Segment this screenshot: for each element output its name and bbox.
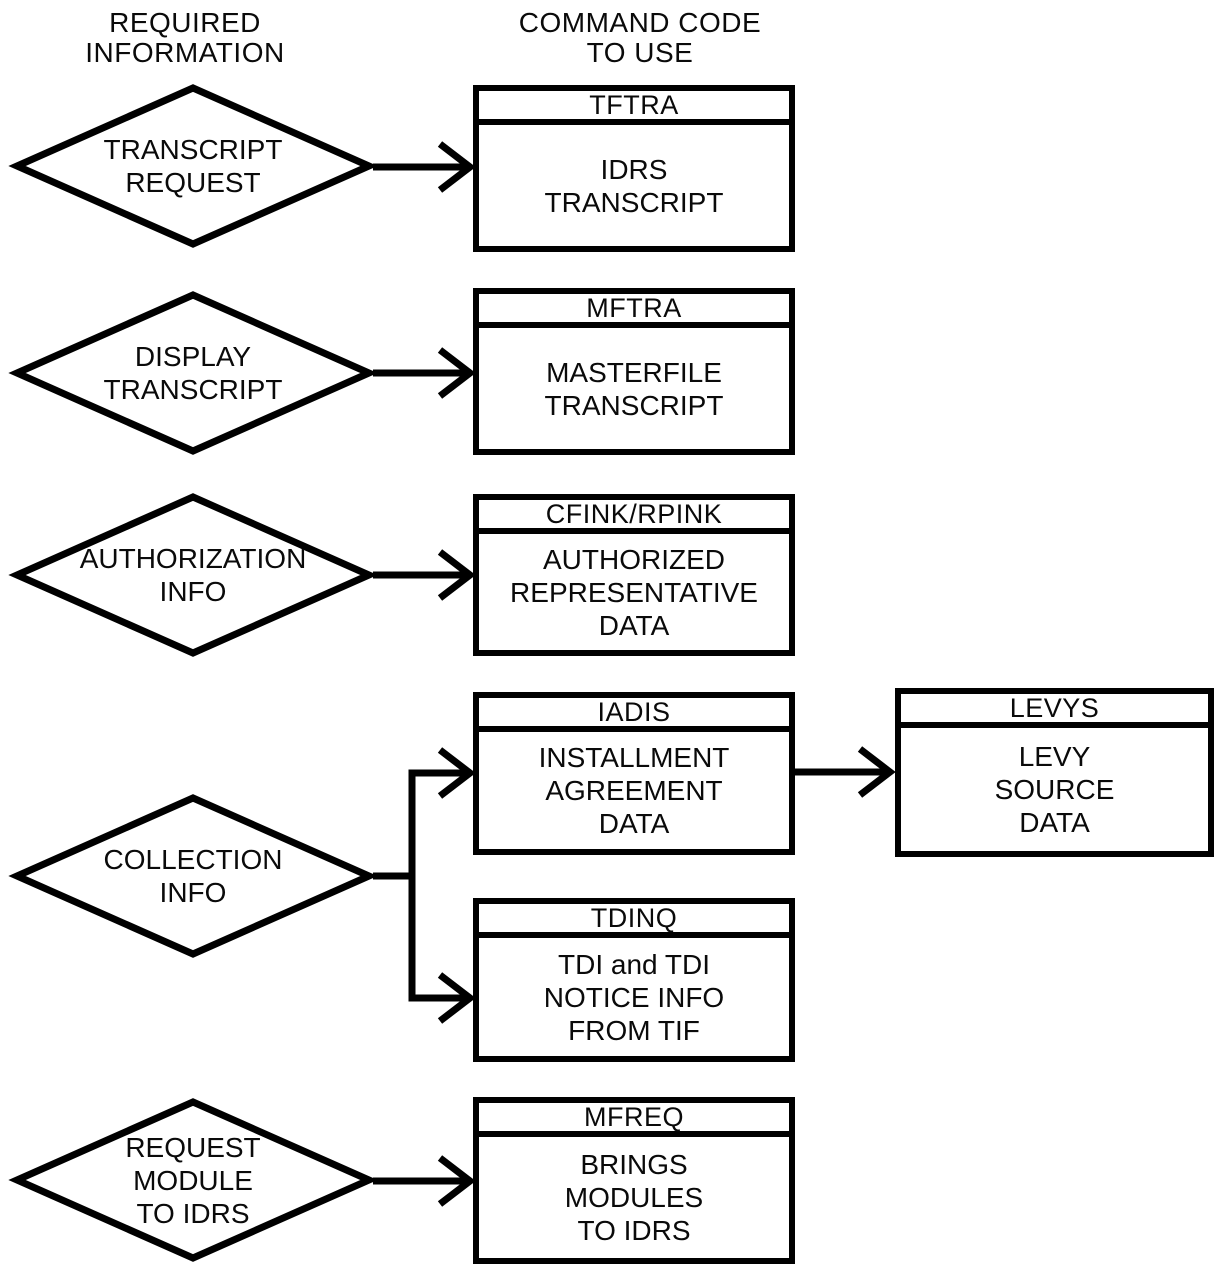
- command-box-cfink-rpink: CFINK/RPINK AUTHORIZED REPRESENTATIVE DA…: [473, 494, 795, 656]
- command-box-mfreq: MFREQ BRINGS MODULES TO IDRS: [473, 1097, 795, 1264]
- command-description-mftra: MASTERFILE TRANSCRIPT: [544, 356, 724, 421]
- command-code-tdinq: TDINQ: [479, 903, 789, 938]
- command-description-tdinq: TDI and TDI NOTICE INFO FROM TIF: [543, 948, 725, 1046]
- decision-label: DISPLAY TRANSCRIPT: [103, 341, 283, 405]
- command-description-cfink-rpink: AUTHORIZED REPRESENTATIVE DATA: [510, 543, 758, 641]
- decision-label: COLLECTION INFO: [103, 844, 283, 908]
- command-box-mftra: MFTRA MASTERFILE TRANSCRIPT: [473, 288, 795, 455]
- diamond-shape: [8, 493, 378, 657]
- command-code-tftra: TFTRA: [479, 90, 789, 125]
- command-description-tftra: IDRS TRANSCRIPT: [544, 153, 724, 218]
- decision-request-module-to-idrs: REQUEST MODULE TO IDRS: [8, 1098, 378, 1262]
- decision-authorization-info: AUTHORIZATION INFO: [8, 493, 378, 657]
- column-header-required-information: REQUIRED INFORMATION: [85, 7, 285, 68]
- command-box-levys: LEVYS LEVY SOURCE DATA: [895, 688, 1214, 857]
- diamond-shape: [8, 84, 378, 248]
- command-box-iadis: IADIS INSTALLMENT AGREEMENT DATA: [473, 692, 795, 855]
- decision-collection-info: COLLECTION INFO: [8, 794, 378, 958]
- command-box-tdinq: TDINQ TDI and TDI NOTICE INFO FROM TIF: [473, 898, 795, 1062]
- diamond-shape: [8, 794, 378, 958]
- decision-label: AUTHORIZATION INFO: [79, 543, 307, 607]
- decision-label: REQUEST MODULE TO IDRS: [125, 1131, 261, 1229]
- command-code-mfreq: MFREQ: [479, 1102, 789, 1137]
- command-description-levys: LEVY SOURCE DATA: [994, 741, 1115, 838]
- connector-display-transcript-to-mftra: [373, 347, 476, 399]
- decision-display-transcript: DISPLAY TRANSCRIPT: [8, 291, 378, 455]
- command-code-levys: LEVYS: [901, 693, 1208, 728]
- decision-transcript-request: TRANSCRIPT REQUEST: [8, 84, 378, 248]
- command-description-mfreq: BRINGS MODULES TO IDRS: [564, 1149, 704, 1246]
- connector-iadis-to-levys: [795, 746, 896, 798]
- diamond-shape: [8, 1098, 378, 1262]
- connector-collection-info-branch: [373, 747, 476, 1024]
- connector-transcript-request-to-tftra: [373, 141, 476, 193]
- command-code-cfink-rpink: CFINK/RPINK: [479, 499, 789, 534]
- decision-label: TRANSCRIPT REQUEST: [103, 134, 283, 198]
- connector-authorization-info-to-cfink: [373, 549, 476, 601]
- column-header-command-code: COMMAND CODE TO USE: [518, 7, 762, 68]
- connector-request-module-to-mfreq: [373, 1155, 476, 1207]
- command-box-tftra: TFTRA IDRS TRANSCRIPT: [473, 85, 795, 252]
- command-description-iadis: INSTALLMENT AGREEMENT DATA: [538, 742, 730, 839]
- command-code-iadis: IADIS: [479, 697, 789, 732]
- command-code-mftra: MFTRA: [479, 293, 789, 328]
- diamond-shape: [8, 291, 378, 455]
